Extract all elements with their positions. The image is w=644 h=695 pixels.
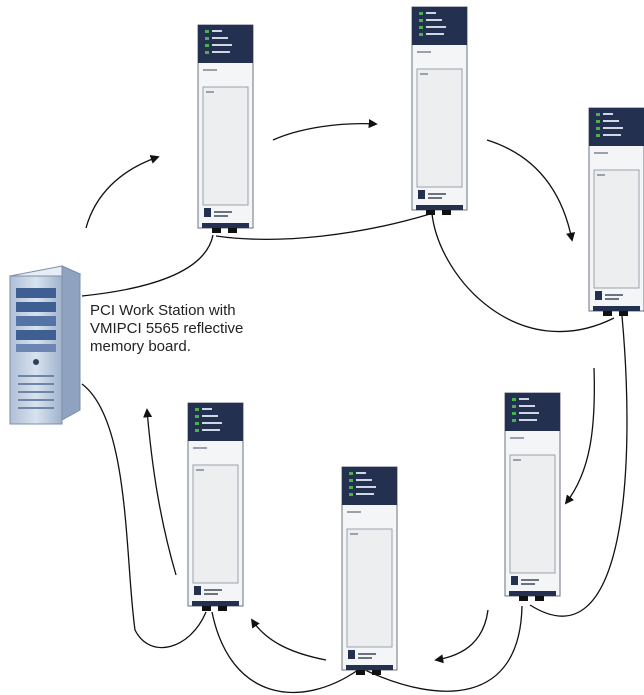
cable-segment — [431, 213, 615, 333]
fiber-cables — [81, 213, 628, 694]
tower-server-icon — [8, 265, 82, 425]
direction-arrow-icon — [250, 618, 327, 661]
cable-segment — [529, 315, 628, 617]
vme-chassis-module-icon — [411, 6, 468, 215]
vme-chassis-module-icon — [341, 466, 398, 675]
direction-arrow-icon — [272, 119, 378, 141]
cable-segment — [81, 234, 214, 297]
direction-arrow-icon — [143, 408, 177, 576]
vme-chassis-module-icon — [588, 107, 644, 316]
workstation-label-line: VMIPCI 5565 reflective — [90, 320, 244, 337]
cable-segment — [364, 605, 523, 692]
direction-arrow-icon — [486, 139, 576, 242]
direction-arrow-icon — [434, 609, 489, 664]
workstation-label: PCI Work Station with VMIPCI 5565 reflec… — [90, 302, 243, 356]
cable-segment — [211, 611, 359, 694]
vme-chassis-module-icon — [504, 392, 561, 601]
direction-arrow-icon — [564, 367, 595, 505]
cable-segment — [215, 213, 431, 240]
direction-arrow-icon — [85, 155, 160, 229]
workstation-label-line: memory board. — [90, 338, 191, 355]
vme-chassis-module-icon — [197, 24, 254, 233]
vme-chassis-module-icon — [187, 402, 244, 611]
workstation-label-line: PCI Work Station with — [90, 302, 236, 319]
direction-arrows — [85, 119, 595, 664]
cable-segment — [81, 383, 207, 649]
